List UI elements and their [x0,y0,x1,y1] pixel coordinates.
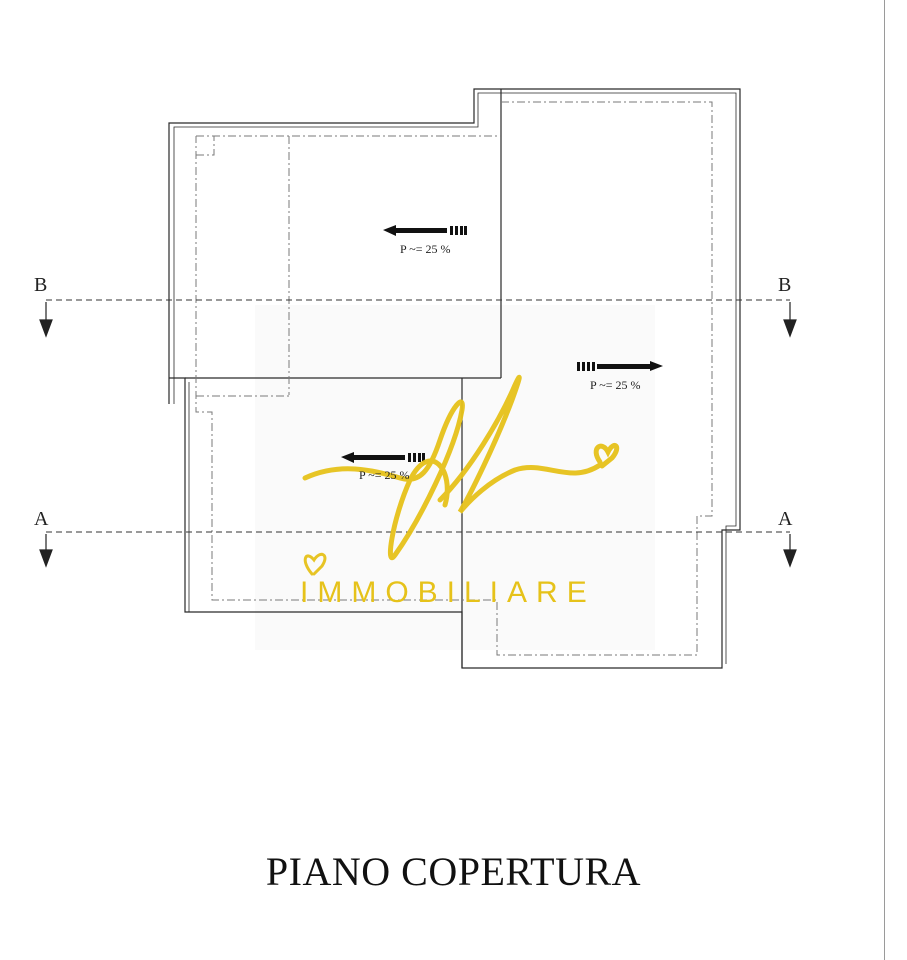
slope-arrow-right [577,361,663,371]
section-label-a-right: A [778,508,793,530]
section-label-b-left: B [34,274,48,296]
watermark-logo [302,374,620,576]
inner-wall-dashline [195,101,713,656]
roof-outline [168,88,741,669]
page-border-line [884,0,885,960]
slope-arrow-lower-left [341,452,425,463]
slope-label-upper-left: P ~= 25 % [400,242,451,256]
slope-arrow-upper-left [383,225,467,236]
slope-label-lower-left: P ~= 25 % [359,468,410,482]
slope-label-right: P ~= 25 % [590,378,641,392]
watermark-text: IMMOBILIARE [300,576,596,609]
section-arrows [39,302,797,568]
section-lines [46,299,790,533]
drawing-title: PIANO COPERTURA [265,849,642,894]
section-label-b-right: B [778,274,792,296]
section-label-a-left: A [34,508,49,530]
